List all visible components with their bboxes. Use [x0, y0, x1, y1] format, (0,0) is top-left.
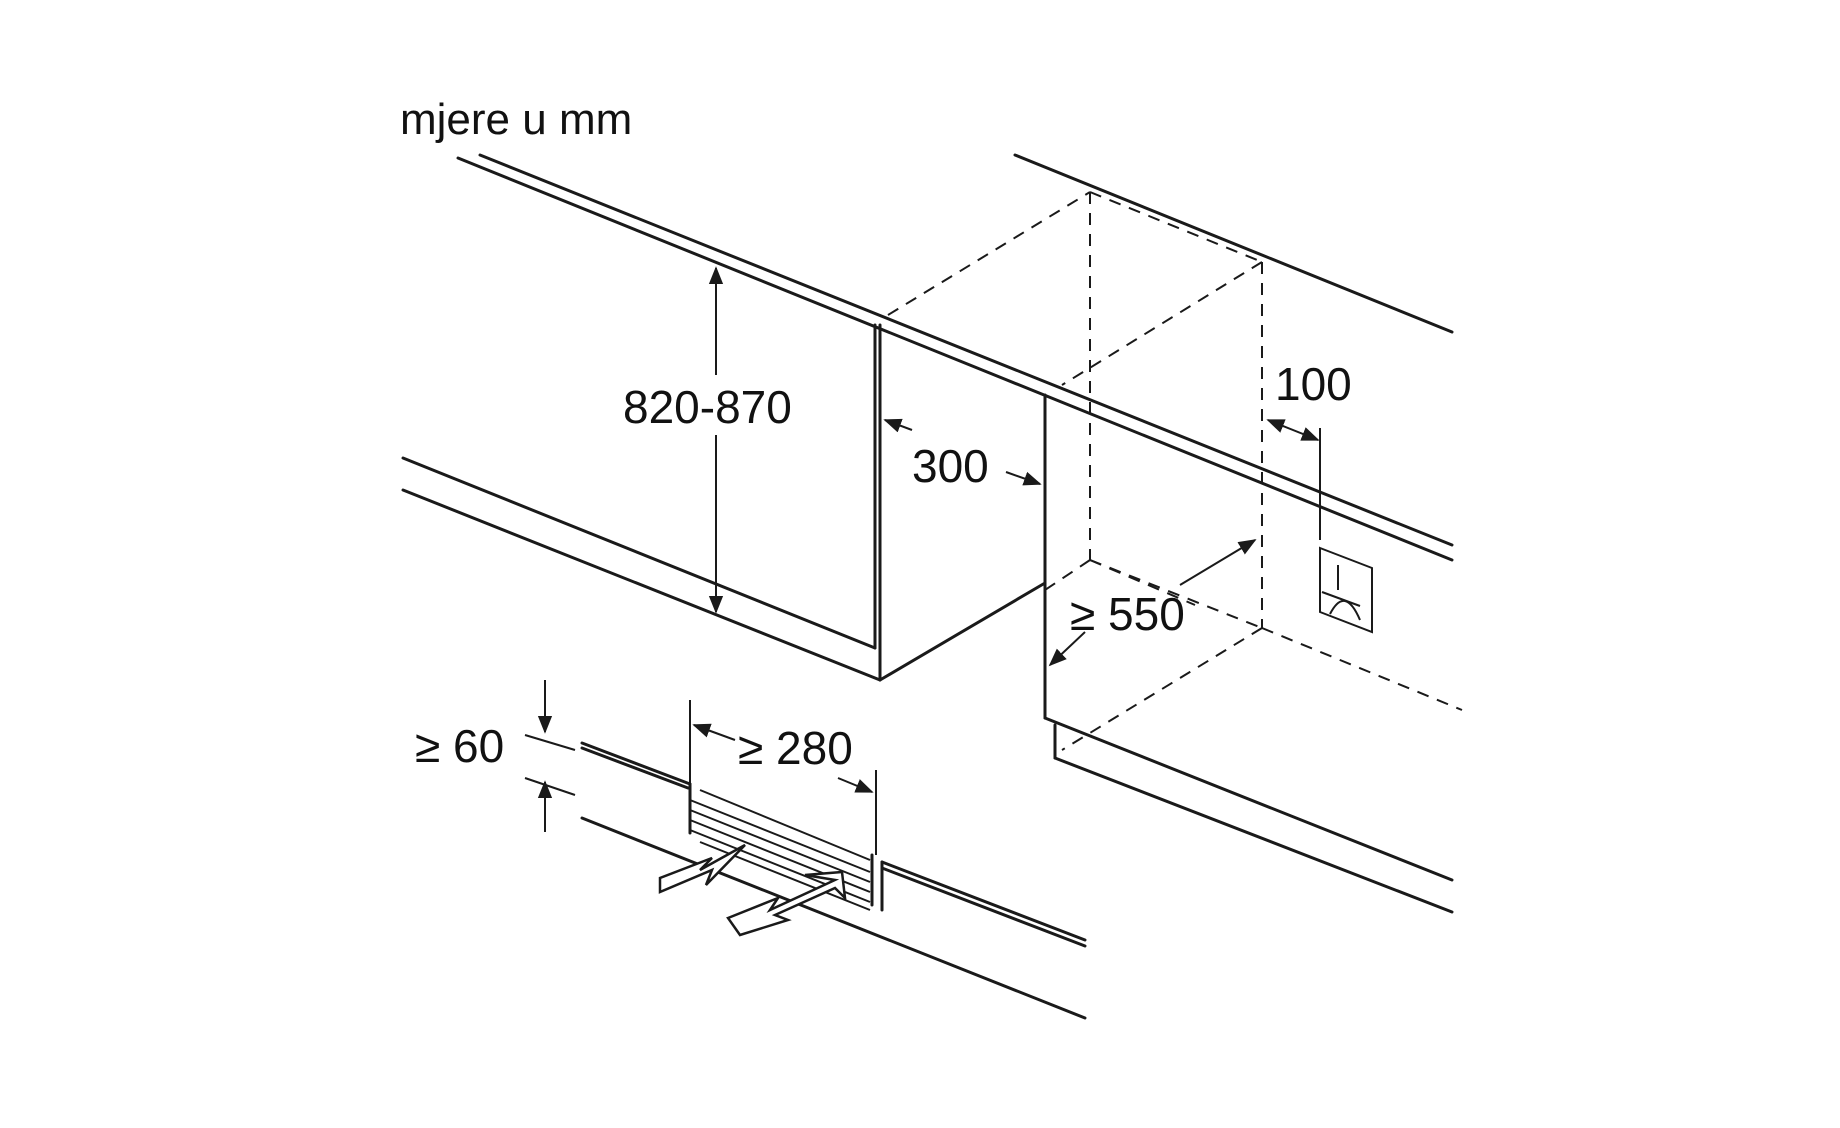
- plinth-height-dimension: ≥ 60: [415, 680, 576, 832]
- side-gap-label: 300: [912, 440, 989, 492]
- rear-wall-edge: [1013, 153, 1454, 334]
- height-label: 820-870: [623, 381, 792, 433]
- niche-outline: [878, 393, 1454, 914]
- vent-width-label: ≥ 280: [738, 722, 853, 774]
- plinth: [580, 741, 1087, 1020]
- airflow-out-arrow: [658, 843, 746, 894]
- depth-dimension: ≥ 550: [1048, 539, 1257, 667]
- left-cabinet: [401, 323, 882, 682]
- units-title: mjere u mm: [400, 95, 632, 144]
- height-dimension: 820-870: [620, 266, 820, 614]
- rear-offset-dimension: 100: [1266, 358, 1352, 540]
- side-gap-dimension: 300: [883, 418, 1042, 492]
- airflow-in-arrow: [726, 870, 847, 937]
- power-socket-icon: [1319, 546, 1373, 634]
- worktop: [456, 153, 1454, 562]
- vent-width-dimension: ≥ 280: [689, 700, 877, 855]
- depth-label: ≥ 550: [1070, 588, 1185, 640]
- niche-volume-dashed: [887, 191, 1463, 751]
- rear-offset-label: 100: [1275, 358, 1352, 410]
- plinth-height-label: ≥ 60: [415, 720, 504, 772]
